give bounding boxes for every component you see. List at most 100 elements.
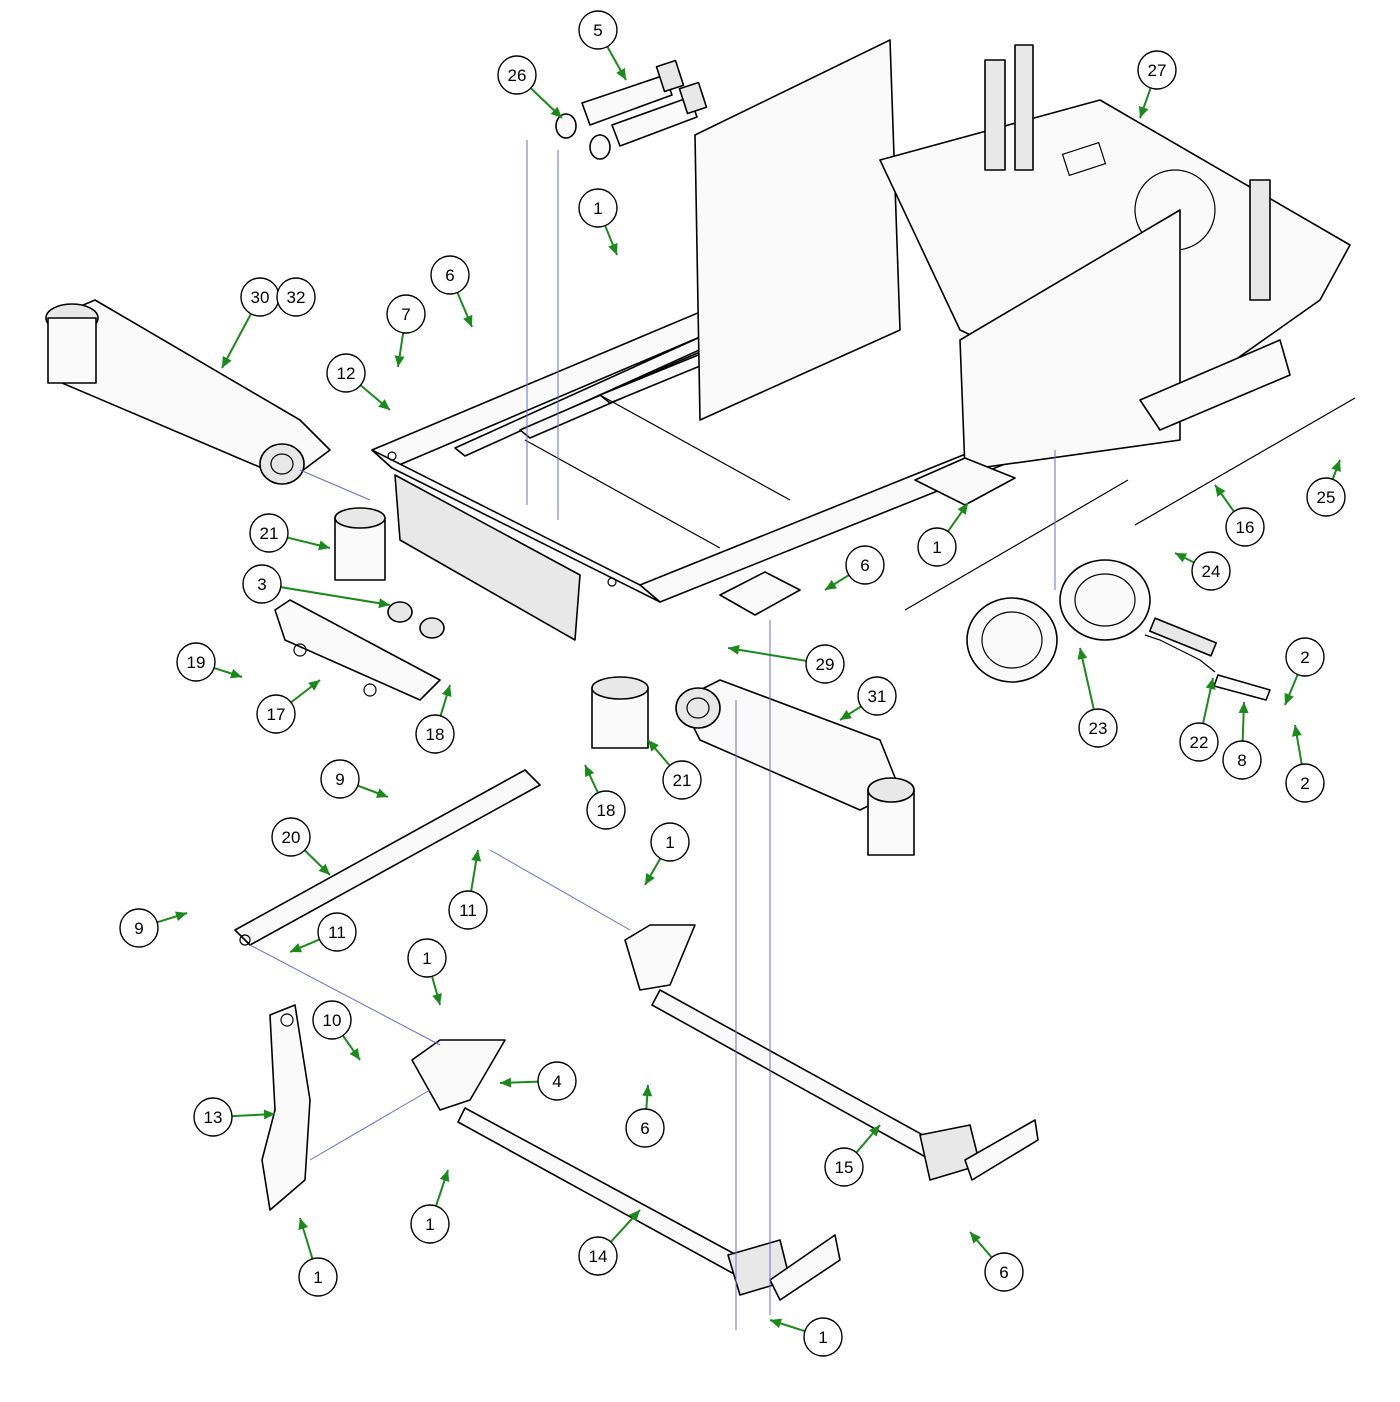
callout-circle bbox=[805, 644, 845, 684]
callout-arrowhead bbox=[869, 1125, 880, 1137]
callout-circle bbox=[312, 1000, 352, 1040]
callout-label: 10 bbox=[323, 1011, 342, 1030]
callout-label: 16 bbox=[1236, 518, 1255, 537]
callout-label: 29 bbox=[816, 655, 835, 674]
callout-arrowhead bbox=[1238, 702, 1249, 714]
callout-circle bbox=[317, 912, 357, 952]
callout-arrowhead bbox=[378, 399, 390, 410]
callout-arrowhead bbox=[432, 993, 442, 1005]
callout-label: 1 bbox=[932, 538, 941, 557]
bushing-pair bbox=[555, 113, 611, 160]
callout-label: 25 bbox=[1317, 488, 1336, 507]
pivot-pin-set bbox=[581, 59, 708, 147]
callout-circle bbox=[578, 10, 618, 50]
tension-spring bbox=[1144, 617, 1218, 673]
callout-circle bbox=[497, 55, 537, 95]
callout-arrowhead bbox=[585, 765, 595, 778]
callout-arrowhead bbox=[290, 943, 303, 953]
callout-circle bbox=[1225, 507, 1265, 547]
callout-arrowhead bbox=[229, 668, 242, 679]
callout-label: 22 bbox=[1190, 733, 1209, 752]
control-rods bbox=[904, 397, 1356, 611]
callout-arrowhead bbox=[378, 598, 390, 609]
callout-circle bbox=[824, 1147, 864, 1187]
callout-label: 19 bbox=[187, 653, 206, 672]
callout-label: 23 bbox=[1089, 719, 1108, 738]
callout-arrowhead bbox=[728, 644, 740, 655]
callout-label: 1 bbox=[593, 199, 602, 218]
callout-label: 30 bbox=[251, 288, 270, 307]
callout-circle bbox=[586, 790, 626, 830]
callout-circle bbox=[537, 1061, 577, 1101]
callout-label: 7 bbox=[401, 305, 410, 324]
callout-arrowhead bbox=[308, 680, 320, 691]
right-rocker-arm bbox=[675, 679, 915, 856]
callout-label: 1 bbox=[422, 949, 431, 968]
callout-arrowhead bbox=[349, 1048, 360, 1060]
callout-arrowhead bbox=[970, 1232, 981, 1244]
callout-label: 21 bbox=[673, 771, 692, 790]
callout-label: 1 bbox=[665, 833, 674, 852]
callout-arrowhead bbox=[463, 314, 473, 327]
callout-arrowhead bbox=[1331, 460, 1341, 473]
callout-circle bbox=[803, 1317, 843, 1357]
callout-arrowhead bbox=[375, 788, 388, 798]
callout-label: 11 bbox=[328, 923, 346, 942]
callout-label: 18 bbox=[597, 801, 616, 820]
guard-bracket bbox=[274, 599, 441, 701]
callout-circle bbox=[176, 642, 216, 682]
callout-circle bbox=[917, 527, 957, 567]
callout-arrowhead bbox=[441, 685, 452, 697]
alignment-guides bbox=[249, 140, 1056, 1330]
callout-circle bbox=[1191, 551, 1231, 591]
callout-arrowhead bbox=[1215, 485, 1226, 497]
callout-leader bbox=[727, 647, 807, 662]
callout-circle bbox=[256, 694, 296, 734]
callout-label: 21 bbox=[260, 524, 279, 543]
callout-circle bbox=[326, 353, 366, 393]
callout-circle bbox=[415, 714, 455, 754]
callout-circle bbox=[625, 1108, 665, 1148]
callout-circle bbox=[857, 676, 897, 716]
callout-label: 26 bbox=[508, 66, 527, 85]
callout-arrowhead bbox=[263, 1109, 275, 1120]
callout-label: 14 bbox=[589, 1247, 608, 1266]
mount-plate bbox=[261, 1004, 311, 1211]
callout-arrowhead bbox=[1291, 725, 1302, 737]
callout-arrowhead bbox=[1138, 105, 1149, 118]
link-bar bbox=[234, 769, 541, 946]
callout-label: 20 bbox=[282, 828, 301, 847]
callout-label: 32 bbox=[287, 288, 306, 307]
callout-circle bbox=[1285, 637, 1325, 677]
callout-label: 8 bbox=[1237, 751, 1246, 770]
callout-circle bbox=[271, 817, 311, 857]
lift-shaft-front bbox=[411, 1039, 841, 1301]
left-rocker-arm bbox=[45, 299, 331, 485]
callout-label: 18 bbox=[426, 725, 445, 744]
lift-shaft-rear bbox=[624, 924, 1039, 1181]
callout-arrowhead bbox=[1284, 692, 1294, 705]
callout-label: 4 bbox=[552, 1072, 561, 1091]
callout-label: 9 bbox=[134, 919, 143, 938]
callout-label: 6 bbox=[860, 556, 869, 575]
callout-arrowhead bbox=[840, 709, 852, 720]
callout-arrowhead bbox=[770, 1318, 783, 1329]
callout-arrowhead bbox=[394, 355, 405, 367]
callout-label: 6 bbox=[445, 266, 454, 285]
callout-label: 6 bbox=[640, 1119, 649, 1138]
callout-arrowhead bbox=[439, 1170, 450, 1183]
callout-arrowhead bbox=[175, 911, 187, 922]
callout-arrowhead bbox=[645, 872, 655, 885]
callout-arrowhead bbox=[318, 540, 330, 551]
callout-circle bbox=[1306, 477, 1346, 517]
callout-circle bbox=[193, 1097, 233, 1137]
callout-circle bbox=[578, 188, 618, 228]
callout-label: 1 bbox=[818, 1328, 827, 1347]
callout-arrowhead bbox=[642, 1085, 653, 1097]
callout-circle bbox=[984, 1252, 1024, 1292]
callout-arrowhead bbox=[608, 242, 618, 255]
callout-circle bbox=[1222, 740, 1262, 780]
callout-circle bbox=[1179, 722, 1219, 762]
callout-circle bbox=[249, 513, 289, 553]
